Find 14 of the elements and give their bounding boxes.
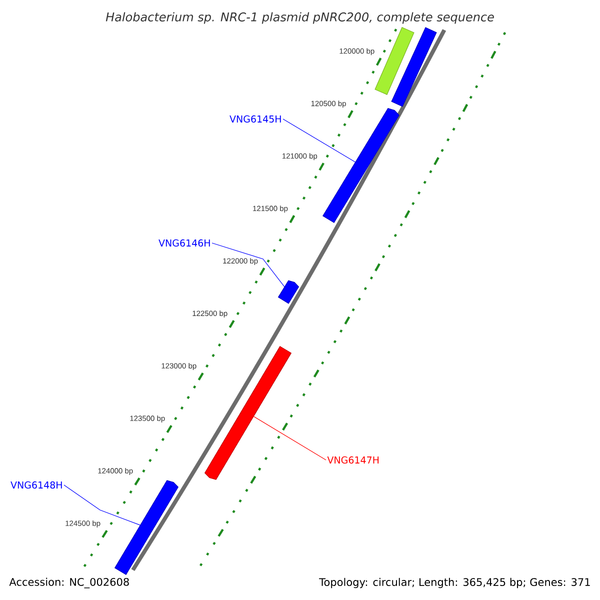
gene-bar xyxy=(322,108,400,224)
leader-line xyxy=(254,416,326,460)
leader-line xyxy=(282,118,356,162)
gene-label: VNG6145H xyxy=(230,115,281,123)
leader-line xyxy=(212,242,285,287)
title: Halobacterium sp. NRC-1 plasmid pNRC200, complete sequence xyxy=(106,12,494,24)
gene-label: VNG6147H xyxy=(327,456,379,464)
gene-bar xyxy=(374,27,414,95)
gene-label: VNG6146H xyxy=(158,239,210,247)
accession-label: Accession: NC_002608 xyxy=(8,576,131,590)
gene-label: VNG6148H xyxy=(10,481,62,489)
summary-label: Topology: circular; Length: 365,425 bp; Genes: 371 xyxy=(318,576,592,590)
gene-bar xyxy=(391,27,437,107)
leader-line xyxy=(64,484,140,526)
